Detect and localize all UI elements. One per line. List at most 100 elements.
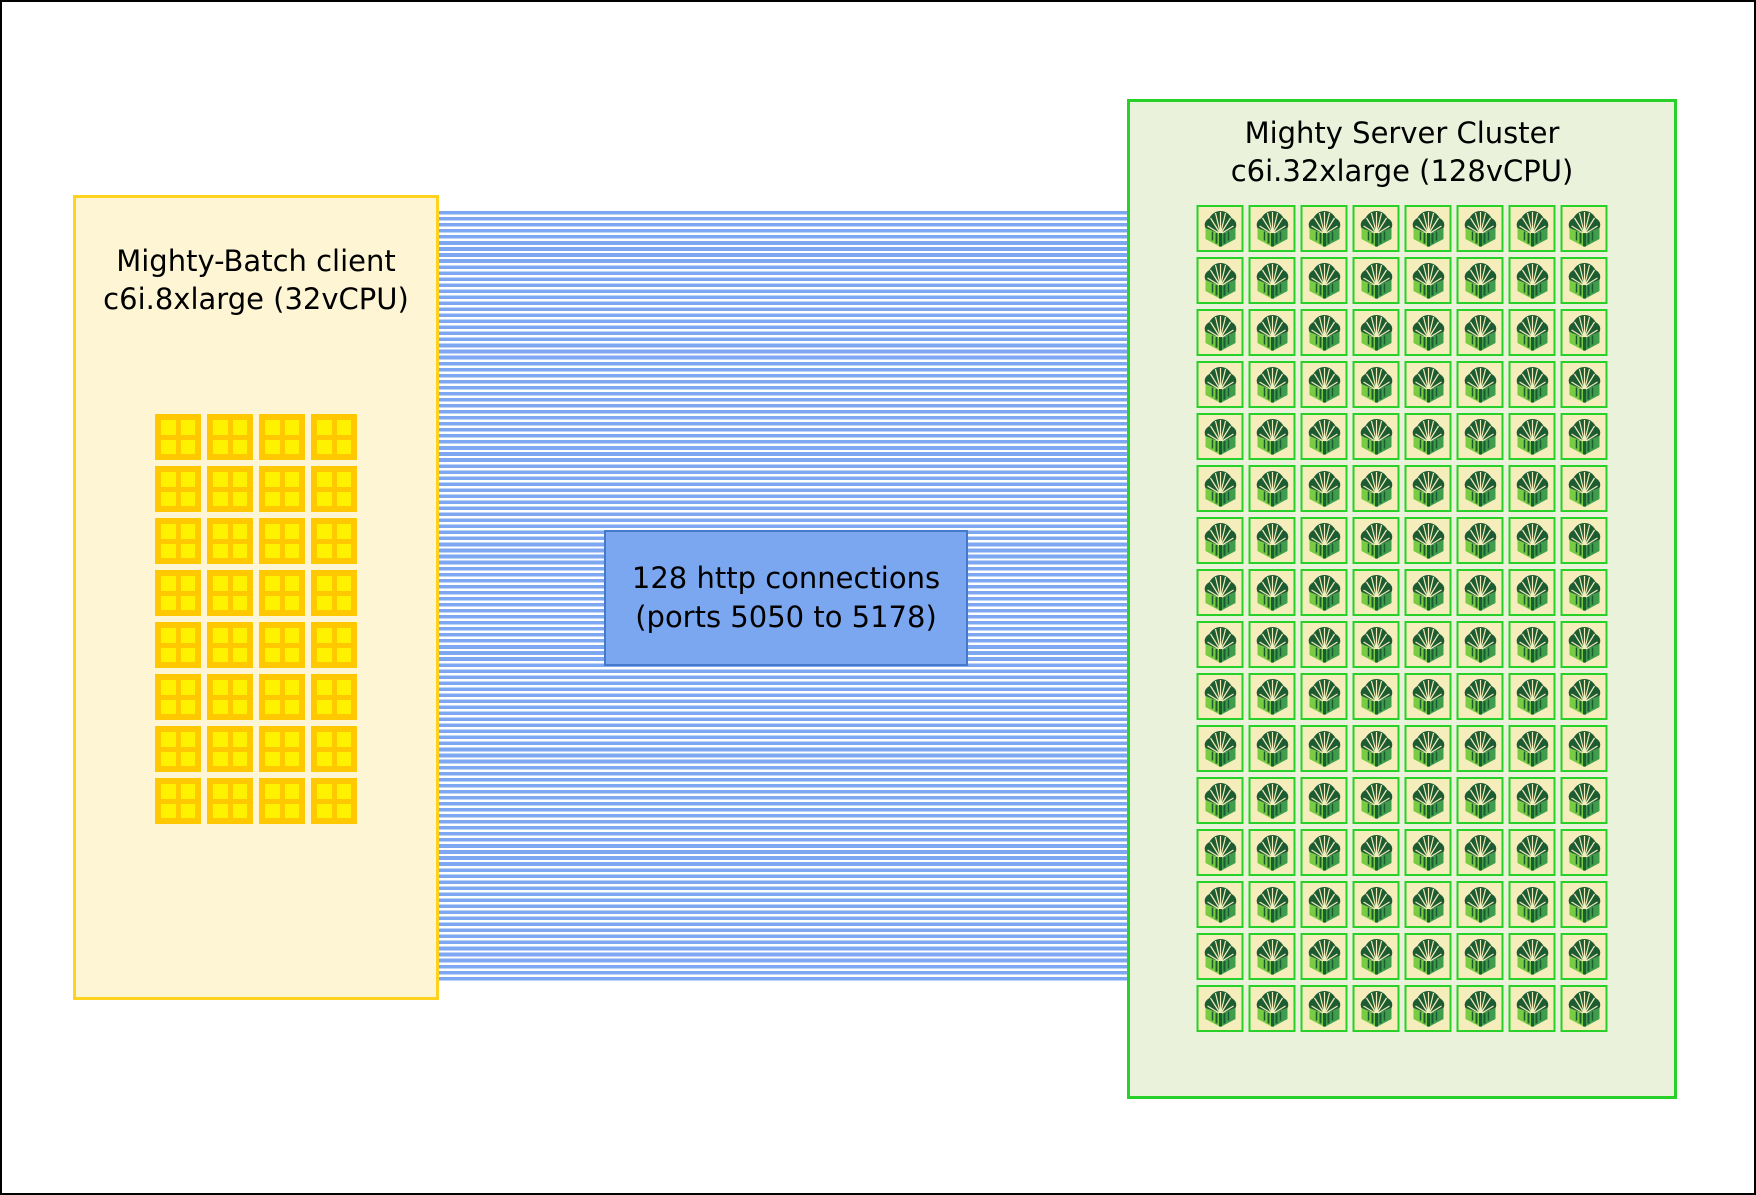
cpu-core-square (213, 420, 228, 435)
cpu-core-square (161, 628, 176, 643)
cpu-chip-icon (207, 778, 253, 824)
mighty-tree-glyph (1464, 886, 1496, 923)
mighty-tree-icon (1508, 517, 1556, 564)
mighty-tree-icon (1508, 777, 1556, 824)
mighty-tree-glyph (1464, 938, 1496, 975)
mighty-tree-icon (1456, 569, 1504, 616)
mighty-tree-icon (1404, 933, 1452, 980)
mighty-tree-icon (1456, 725, 1504, 772)
mighty-tree-glyph (1516, 990, 1548, 1027)
cluster-title-line2: c6i.32xlarge (128vCPU) (1230, 154, 1574, 188)
mighty-tree-glyph (1516, 834, 1548, 871)
mighty-tree-glyph (1412, 262, 1444, 299)
cpu-core-square (284, 439, 299, 454)
mighty-tree-glyph (1568, 886, 1600, 923)
mighty-tree-glyph (1256, 678, 1288, 715)
connections-label-line1: 128 http connections (631, 561, 941, 595)
cpu-core-square (213, 699, 228, 714)
cpu-core-square (317, 524, 332, 539)
mighty-tree-icon (1560, 569, 1608, 616)
mighty-tree-glyph (1308, 262, 1340, 299)
cpu-core-square (265, 472, 280, 487)
mighty-tree-icon (1456, 465, 1504, 512)
cpu-core-square (232, 524, 247, 539)
cpu-core-square (232, 491, 247, 506)
mighty-tree-icon (1404, 257, 1452, 304)
mighty-tree-icon (1560, 881, 1608, 928)
mighty-tree-icon (1196, 517, 1244, 564)
cpu-chip-icon (155, 414, 201, 460)
mighty-tree-icon (1352, 257, 1400, 304)
cpu-core-square (232, 751, 247, 766)
mighty-tree-glyph (1464, 730, 1496, 767)
cpu-core-square (284, 803, 299, 818)
mighty-tree-icon (1352, 829, 1400, 876)
mighty-tree-icon (1248, 413, 1296, 460)
cpu-core-square (265, 576, 280, 591)
mighty-tree-glyph (1412, 834, 1444, 871)
mighty-tree-icon (1248, 257, 1296, 304)
cpu-core-square (161, 576, 176, 591)
cpu-core-square (317, 680, 332, 695)
cpu-core-square (284, 472, 299, 487)
mighty-tree-icon (1404, 361, 1452, 408)
mighty-tree-icon (1508, 361, 1556, 408)
cpu-core-square (232, 472, 247, 487)
mighty-tree-glyph (1516, 730, 1548, 767)
cpu-core-square (161, 524, 176, 539)
cpu-core-square (213, 628, 228, 643)
mighty-tree-icon (1560, 933, 1608, 980)
cpu-core-square (336, 680, 351, 695)
mighty-tree-icon (1300, 257, 1348, 304)
cpu-chip-icon (155, 622, 201, 668)
mighty-tree-glyph (1516, 210, 1548, 247)
mighty-tree-glyph (1308, 626, 1340, 663)
mighty-tree-glyph (1516, 470, 1548, 507)
mighty-tree-glyph (1308, 834, 1340, 871)
mighty-tree-glyph (1464, 366, 1496, 403)
cpu-core-square (336, 576, 351, 591)
mighty-tree-icon (1300, 569, 1348, 616)
mighty-tree-glyph (1464, 574, 1496, 611)
mighty-tree-glyph (1516, 574, 1548, 611)
mighty-tree-icon (1300, 725, 1348, 772)
mighty-tree-icon (1404, 985, 1452, 1032)
cpu-core-square (180, 751, 195, 766)
mighty-tree-glyph (1204, 782, 1236, 819)
mighty-tree-glyph (1308, 990, 1340, 1027)
cpu-core-square (232, 680, 247, 695)
mighty-tree-icon (1560, 673, 1608, 720)
cpu-core-square (180, 732, 195, 747)
cpu-core-square (232, 699, 247, 714)
mighty-tree-glyph (1204, 626, 1236, 663)
cpu-core-square (180, 680, 195, 695)
cpu-core-square (265, 751, 280, 766)
mighty-tree-glyph (1412, 938, 1444, 975)
cpu-core-square (317, 751, 332, 766)
mighty-tree-icon (1456, 205, 1504, 252)
mighty-tree-glyph (1308, 366, 1340, 403)
mighty-tree-glyph (1412, 314, 1444, 351)
mighty-tree-icon (1404, 569, 1452, 616)
mighty-tree-icon (1300, 829, 1348, 876)
cpu-core-square (265, 491, 280, 506)
mighty-tree-glyph (1204, 314, 1236, 351)
mighty-tree-icon (1196, 257, 1244, 304)
cpu-chip-icon (311, 726, 357, 772)
mighty-tree-icon (1560, 309, 1608, 356)
mighty-tree-glyph (1568, 678, 1600, 715)
mighty-tree-icon (1456, 413, 1504, 460)
mighty-tree-icon (1196, 621, 1244, 668)
mighty-tree-icon (1404, 829, 1452, 876)
mighty-tree-glyph (1360, 834, 1392, 871)
cpu-core-square (161, 647, 176, 662)
mighty-tree-glyph (1516, 418, 1548, 455)
mighty-tree-glyph (1204, 886, 1236, 923)
mighty-tree-glyph (1256, 522, 1288, 559)
server-cluster-box: Mighty Server Cluster c6i.32xlarge (128v… (1127, 99, 1677, 1099)
cpu-chip-icon (259, 622, 305, 668)
cpu-core-square (336, 803, 351, 818)
cpu-core-square (161, 784, 176, 799)
cpu-core-square (265, 628, 280, 643)
mighty-tree-glyph (1464, 834, 1496, 871)
